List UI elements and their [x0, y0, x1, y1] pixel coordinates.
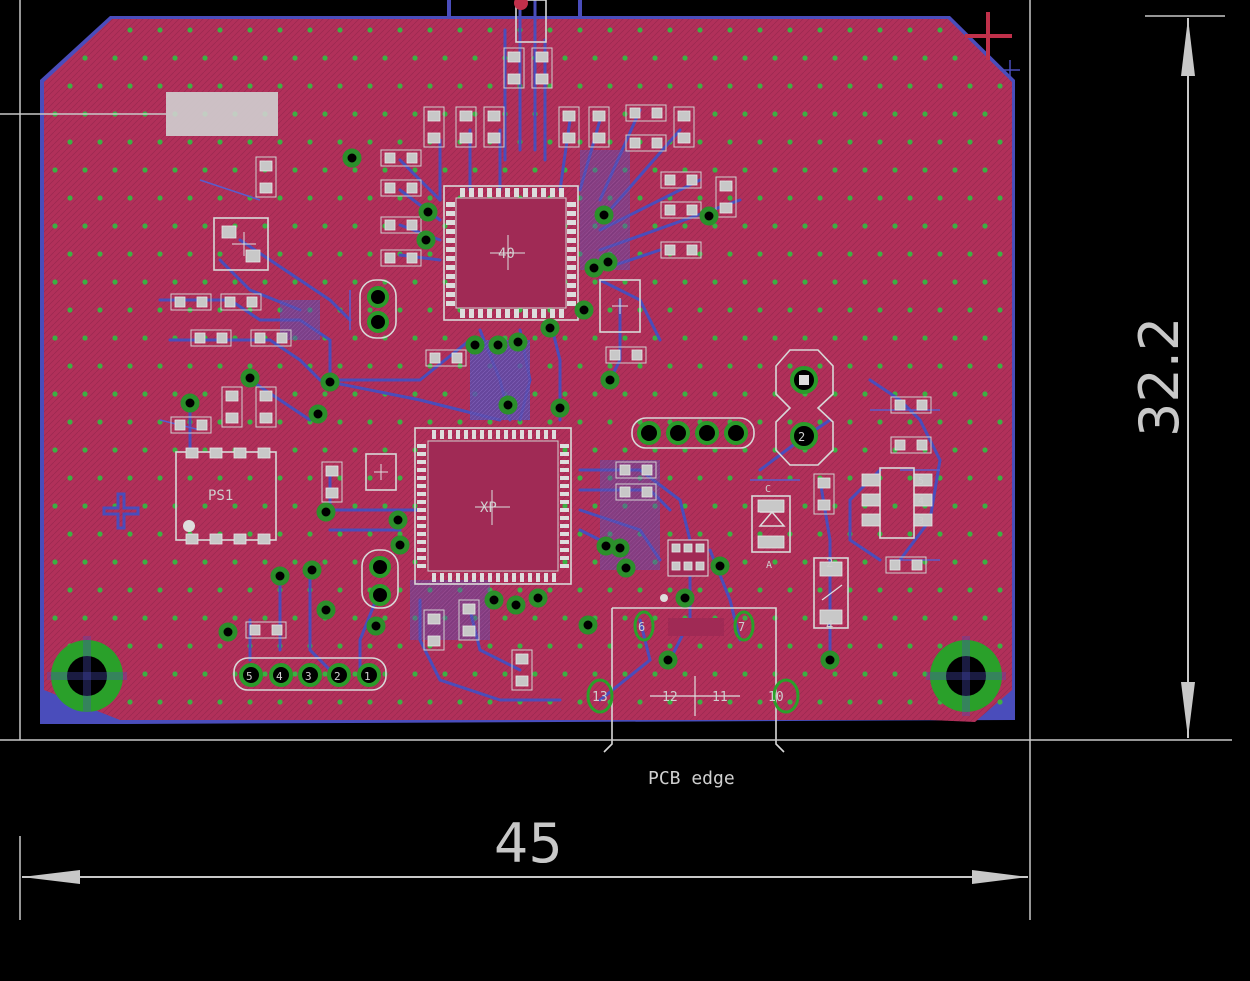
- component-ps1[interactable]: PS1: [175, 447, 277, 545]
- fiducial-left: [102, 492, 140, 530]
- usb-pin-7: 7: [738, 620, 745, 634]
- through-vias: [180, 148, 840, 670]
- header-pin-2: 2: [334, 670, 341, 683]
- q1-pin-2: 2: [826, 556, 833, 570]
- header-pin-1: 1: [364, 670, 371, 683]
- dimension-height: 32.2: [1030, 15, 1232, 741]
- usb-pin-10: 10: [768, 690, 784, 705]
- diode-anode-label: A: [766, 560, 772, 571]
- sot-pin-3: 3: [918, 516, 924, 527]
- jumper-jp2[interactable]: [361, 549, 399, 609]
- jumper-jp1[interactable]: [359, 279, 397, 339]
- component-u3-sot[interactable]: 5 4 3: [861, 467, 933, 539]
- component-u5[interactable]: [599, 279, 641, 333]
- header-pin-5: 5: [246, 670, 253, 683]
- component-q1[interactable]: 2 4: [813, 556, 849, 632]
- component-u4[interactable]: [660, 539, 709, 602]
- ic-u1[interactable]: 40: [443, 185, 579, 321]
- usb-pin-12: 12: [662, 690, 678, 705]
- sot-pin-4: 4: [918, 496, 924, 507]
- usb-pin-13: 13: [592, 690, 608, 705]
- jp3-pin-2: 2: [798, 430, 805, 444]
- component-y1[interactable]: [213, 217, 269, 271]
- ic-u2-label: XP: [480, 500, 497, 516]
- passive-components: [170, 47, 932, 691]
- pcb-edge-label: PCB edge: [648, 768, 735, 789]
- mounting-hole-left: [47, 636, 127, 716]
- ps1-label: PS1: [208, 488, 233, 504]
- width-dimension-value: 45: [494, 812, 563, 875]
- dimension-width: 45: [0, 0, 1031, 920]
- diode-d1[interactable]: C A: [751, 484, 791, 571]
- diode-cathode-label: C: [765, 484, 771, 495]
- sot-pin-5: 5: [918, 476, 924, 487]
- usb-pin-11: 11: [712, 690, 728, 705]
- mounting-hole-right: [926, 636, 1006, 716]
- usb-connector[interactable]: 6 7 13 12 11 10: [586, 607, 800, 753]
- ic-u2[interactable]: XP: [414, 427, 572, 585]
- header-5pin[interactable]: 5 4 3 2 1: [233, 657, 387, 691]
- top-connector: [447, 0, 582, 43]
- origin-marker-top-right: [965, 12, 1020, 80]
- q1-pin-4: 4: [826, 618, 833, 632]
- usb-pin-6: 6: [638, 620, 645, 634]
- header-pin-3: 3: [305, 670, 312, 683]
- jumper-jp3[interactable]: 2: [775, 349, 834, 466]
- height-dimension-value: 32.2: [1128, 317, 1191, 437]
- ic-u1-label: 40: [498, 246, 515, 262]
- header-4pin[interactable]: [631, 417, 755, 449]
- silk-label-block: [0, 92, 278, 136]
- header-pin-4: 4: [276, 670, 283, 683]
- component-led[interactable]: [365, 453, 397, 491]
